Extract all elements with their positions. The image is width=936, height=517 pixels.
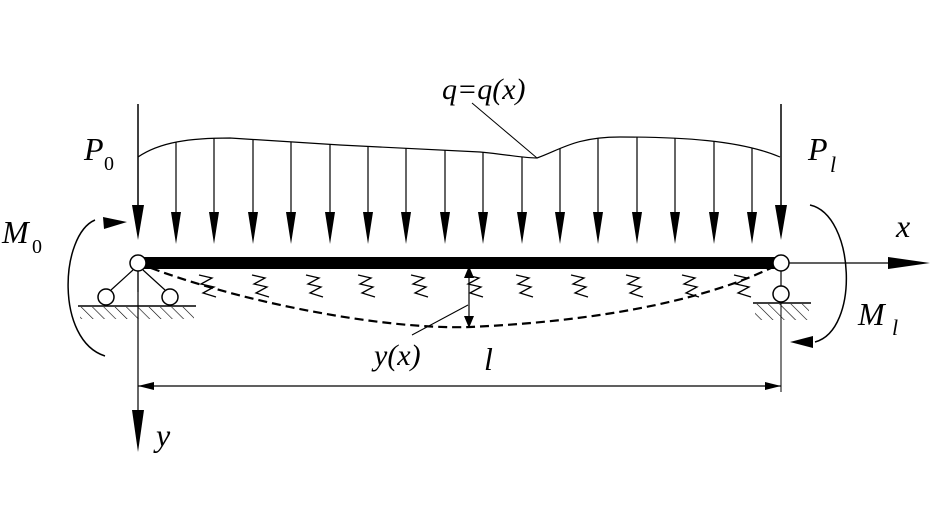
moment-Ml-arc bbox=[790, 204, 848, 348]
load-leader-line bbox=[471, 102, 538, 159]
foundation-spring bbox=[465, 274, 484, 298]
foundation-spring bbox=[410, 274, 429, 298]
force-P0-label: P bbox=[83, 131, 104, 167]
force-P0-subscript: 0 bbox=[104, 153, 114, 175]
deflection-label: y(x) bbox=[371, 339, 421, 372]
foundation-spring bbox=[570, 274, 589, 298]
load-arrow bbox=[478, 152, 488, 244]
load-arrow bbox=[670, 138, 680, 244]
moment-M0-arc bbox=[67, 217, 127, 357]
deflection-arrow bbox=[464, 266, 474, 328]
foundation-spring bbox=[251, 274, 270, 298]
load-arrow bbox=[363, 146, 373, 244]
left-pinned-support bbox=[78, 254, 196, 319]
load-arrow bbox=[401, 148, 411, 244]
load-arrow bbox=[248, 139, 258, 244]
foundation-spring bbox=[515, 274, 534, 298]
force-Pl-arrow bbox=[775, 104, 787, 240]
load-arrow bbox=[593, 138, 603, 244]
distributed-load-arrows bbox=[171, 137, 757, 244]
force-Pl-subscript: l bbox=[830, 152, 836, 177]
foundation-spring bbox=[625, 274, 644, 298]
moment-M0-subscript: 0 bbox=[32, 236, 42, 258]
x-axis bbox=[789, 257, 930, 269]
load-arrow bbox=[286, 141, 296, 244]
beam bbox=[138, 257, 781, 269]
x-axis-label: x bbox=[895, 208, 910, 244]
load-arrow bbox=[632, 137, 642, 244]
force-P0-arrow bbox=[132, 104, 144, 240]
elastic-foundation-springs bbox=[198, 274, 752, 298]
foundation-spring bbox=[305, 274, 324, 298]
foundation-spring bbox=[681, 274, 700, 298]
foundation-spring bbox=[357, 274, 376, 298]
load-arrow bbox=[440, 150, 450, 244]
load-arrow bbox=[209, 138, 219, 244]
length-label: l bbox=[484, 341, 493, 377]
load-arrow bbox=[709, 141, 719, 244]
moment-Ml-subscript: l bbox=[892, 315, 898, 340]
y-axis bbox=[132, 271, 144, 452]
foundation-spring bbox=[733, 274, 752, 298]
moment-M0-label: M bbox=[1, 214, 31, 250]
deflection-curve bbox=[137, 261, 782, 329]
deflection-leader-line bbox=[411, 304, 469, 336]
moment-Ml-label: M bbox=[857, 296, 887, 332]
load-arrow bbox=[171, 142, 181, 244]
load-envelope-curve bbox=[137, 136, 781, 159]
load-arrow bbox=[555, 148, 565, 244]
load-arrow bbox=[325, 144, 335, 244]
length-dimension bbox=[138, 303, 782, 392]
y-axis-label: y bbox=[153, 417, 171, 453]
load-label: q=q(x) bbox=[442, 73, 526, 106]
load-arrow bbox=[517, 156, 527, 244]
force-Pl-label: P bbox=[807, 131, 828, 167]
load-arrow bbox=[747, 147, 757, 244]
